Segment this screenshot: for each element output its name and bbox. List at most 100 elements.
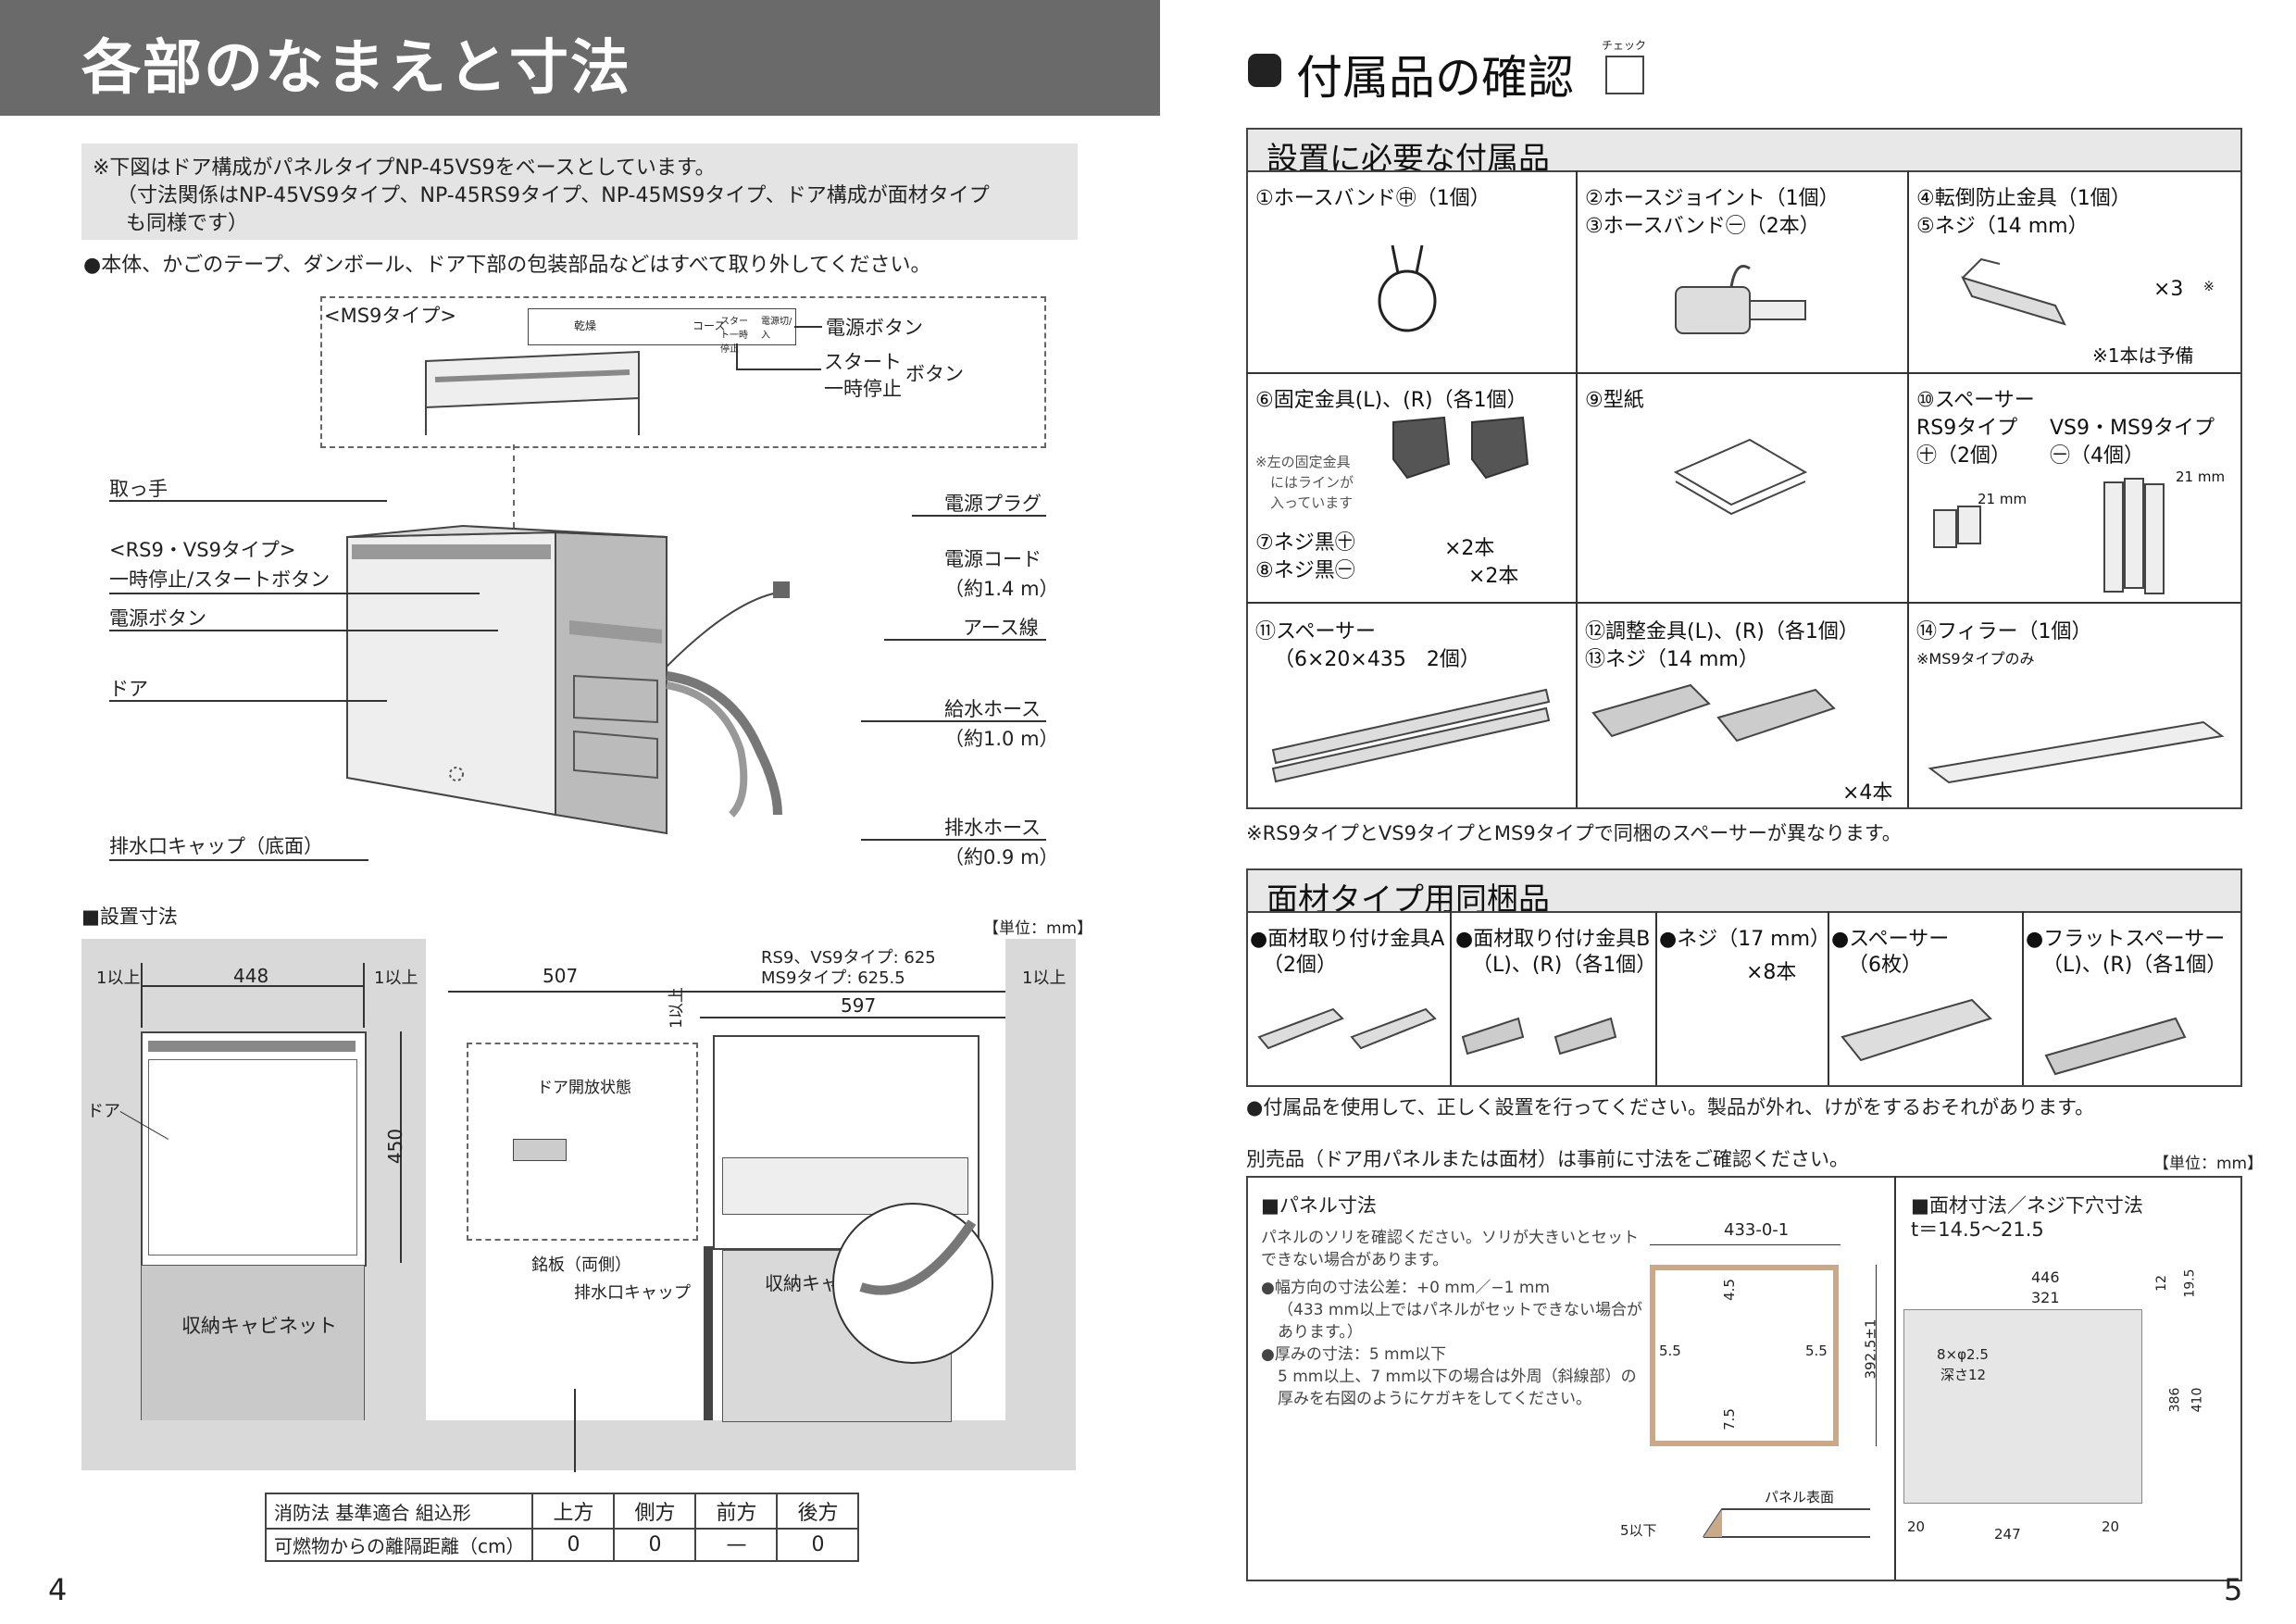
panel-outline xyxy=(1650,1265,1839,1446)
dim-597: 597 xyxy=(841,994,877,1017)
c3b-label: ⑤ネジ（14 mm） xyxy=(1916,215,2089,238)
c6-label: ⑩スペーサー xyxy=(1916,389,2035,412)
sec1-header: 設置に必要な付属品 xyxy=(1246,128,2242,178)
c4-label: ⑥固定金具(L)、(R)（各1個） xyxy=(1255,389,1528,412)
fire-v-side: 0 xyxy=(613,1528,697,1562)
panel-bottom-margin: 7.5 xyxy=(1720,1408,1738,1430)
c8a-label: ⑫調整金具(L)、(R)（各1個） xyxy=(1585,620,1859,643)
label-power-button: 電源ボタン xyxy=(826,317,923,339)
label-cord: 電源コード xyxy=(944,548,1042,570)
label-rs9-vs9: <RS9・VS9タイプ> xyxy=(109,539,296,561)
face-b20b: 20 xyxy=(2102,1518,2120,1535)
c8-times: ×4本 xyxy=(1842,781,1893,805)
panel-thick: 5以下 xyxy=(1620,1522,1657,1539)
face-h19: 19.5 xyxy=(2182,1268,2198,1298)
m1b: （2個） xyxy=(1263,954,1337,977)
panel-top-margin: 4.5 xyxy=(1720,1279,1738,1301)
separate-note: 別売品（ドア用パネルまたは面材）は事前に寸法をご確認ください。 xyxy=(1246,1148,1849,1170)
fire-h-back: 後方 xyxy=(776,1493,860,1530)
c7a-label: ⑪スペーサー xyxy=(1255,620,1377,643)
panel-left-margin: 5.5 xyxy=(1659,1343,1681,1359)
c4-times1: ×2本 xyxy=(1444,537,1495,560)
front-cabinet-label: 収納キャビネット xyxy=(181,1315,337,1337)
c5-label: ⑨型紙 xyxy=(1585,389,1644,412)
note-line-1: ※下図はドア構成がパネルタイプNP-45VS9をベースとしています。 xyxy=(93,156,716,180)
dim-side-3: 1以上 xyxy=(1022,968,1067,988)
fire-h-front: 前方 xyxy=(694,1493,779,1530)
dim-side-1: 1以上 xyxy=(96,968,141,988)
m4a: ●スペーサー xyxy=(1831,928,1950,951)
dim-448: 448 xyxy=(233,965,269,987)
face-h386: 386 xyxy=(2167,1387,2183,1413)
face-w446: 446 xyxy=(2031,1268,2060,1286)
fire-row2-label: 可燃物からの離隔距離（cm） xyxy=(264,1528,534,1562)
filler-drawing xyxy=(1928,720,2225,784)
face-b20a: 20 xyxy=(1907,1518,1926,1535)
m2a: ●面材取り付け金具B xyxy=(1455,928,1651,951)
label-drain-cap: 排水口キャップ（底面） xyxy=(109,835,323,857)
remove-bullet: ●本体、かごのテープ、ダンボール、ドア下部の包装部品などはすべて取り外してくださ… xyxy=(83,254,931,277)
c4-times2: ×2本 xyxy=(1468,565,1519,588)
face-accessories-grid xyxy=(1246,911,2242,1087)
label-door: ドア xyxy=(109,678,148,700)
side-wall xyxy=(1005,939,1076,1420)
c4-screw1: ⑦ネジ黒㊉ xyxy=(1255,531,1355,555)
panel-h: 392.5±1 xyxy=(1862,1318,1879,1380)
fixing-bracket-drawing xyxy=(1392,416,1529,480)
c6-mm1: 21 mm xyxy=(1978,491,2028,507)
m4b: （6枚） xyxy=(1848,954,1922,977)
panel-w: 433-0-1 xyxy=(1724,1220,1790,1240)
sec2-header: 面材タイプ用同梱品 xyxy=(1246,868,2242,918)
anti-tip-bracket-drawing xyxy=(1961,257,2066,326)
page-title-left: 各部のなまえと寸法 xyxy=(81,34,631,103)
panel-text-5: あります。） xyxy=(1278,1323,1363,1342)
fire-law-table: 消防法 基準適合 組込形 上方 側方 前方 後方 可燃物からの離隔距離（cm） … xyxy=(264,1493,860,1562)
face-h12: 12 xyxy=(2153,1275,2169,1292)
install-title: ■設置寸法 xyxy=(81,906,178,928)
page-title-right: 付属品の確認 xyxy=(1296,51,1574,105)
c4-note-1: ※左の固定金具 xyxy=(1255,454,1351,470)
panel-text-2: できない場合があります。 xyxy=(1261,1251,1449,1269)
dim-side-2: 1以上 xyxy=(374,968,418,988)
label-drain-len: （約0.9 m） xyxy=(944,846,1059,868)
ms9-inset xyxy=(320,296,1046,448)
control-panel xyxy=(528,308,796,345)
note-box: ※下図はドア構成がパネルタイプNP-45VS9をベースとしています。 （寸法関係… xyxy=(81,144,1078,240)
panel-text-7: 5 mm以上、7 mm以下の場合は外周（斜線部）の xyxy=(1278,1368,1637,1386)
c3-star: ※ xyxy=(2203,280,2215,294)
label-supply-len: （約1.0 m） xyxy=(944,728,1059,750)
panel-text-4: （433 mm以上ではパネルがセットできない場合が xyxy=(1278,1301,1642,1319)
face-dim-title: ■面材寸法／ネジ下穴寸法 xyxy=(1911,1194,2143,1217)
fire-row1-label: 消防法 基準適合 組込形 xyxy=(264,1493,534,1530)
label-power-btn: 電源ボタン xyxy=(109,607,206,630)
ms9-panel-drawing xyxy=(425,350,640,435)
floor xyxy=(81,1420,1076,1470)
fire-v-top: 0 xyxy=(531,1528,616,1562)
spacer-long-drawing xyxy=(1271,688,1551,783)
c6-rs9: RS9タイプ xyxy=(1916,417,2018,440)
fire-v-back: 0 xyxy=(776,1528,860,1562)
note-line-2: （寸法関係はNP-45VS9タイプ、NP-45RS9タイプ、NP-45MS9タイ… xyxy=(117,184,990,207)
dim-450: 450 xyxy=(384,1128,407,1165)
face-accessories-drawings xyxy=(1257,998,2187,1076)
dim-ms9: MS9タイプ: 625.5 xyxy=(761,968,905,988)
c9-note: ※MS9タイプのみ xyxy=(1916,650,2035,668)
unit-left: 【単位：mm】 xyxy=(983,919,1093,938)
m3x: ×8本 xyxy=(1746,961,1797,984)
page-number-left: 4 xyxy=(48,1572,68,1607)
label-pause-start: 一時停止/スタートボタン xyxy=(109,568,331,591)
label-plug: 電源プラグ xyxy=(944,493,1042,515)
label-drain-hose: 排水ホース xyxy=(944,817,1041,839)
c4-screw2: ⑧ネジ黒㊀ xyxy=(1255,559,1355,582)
c3-times: ×3 xyxy=(2153,278,2184,301)
panel-edge-drawing xyxy=(1703,1508,1870,1538)
door-open-label: ドア開放状態 xyxy=(537,1079,631,1097)
face-w321: 321 xyxy=(2031,1289,2060,1306)
drain-detail-circle xyxy=(832,1203,993,1364)
check-label: チェック xyxy=(1602,39,1647,52)
label-supply-hose: 給水ホース xyxy=(944,698,1041,720)
panel-btn-dry: 乾燥 xyxy=(574,319,597,332)
nameplate-label: 銘板（両側） xyxy=(531,1255,631,1275)
c3a-label: ④転倒防止金具（1個） xyxy=(1916,187,2131,210)
warning-text: ●付属品を使用して、正しく設置を行ってください。製品が外れ、けがをするおそれがあ… xyxy=(1246,1096,2095,1118)
